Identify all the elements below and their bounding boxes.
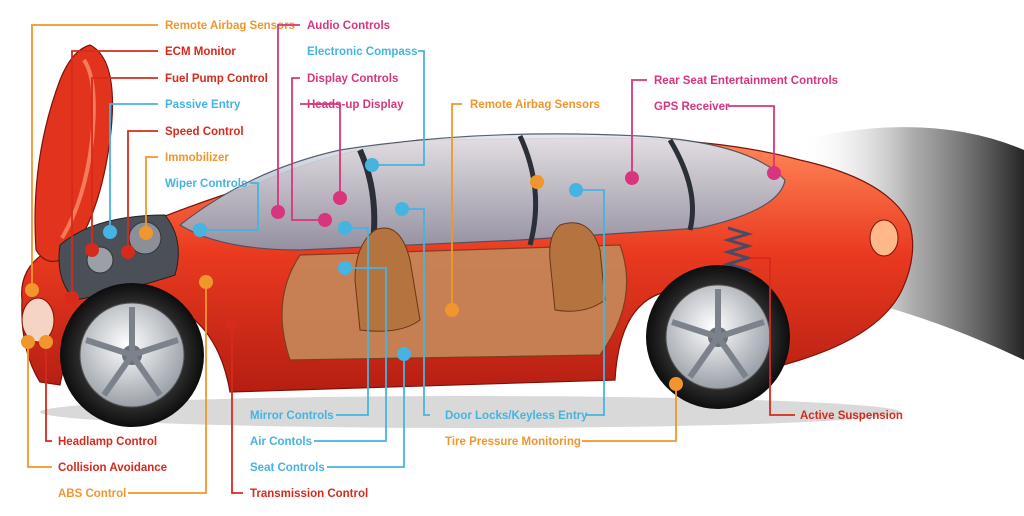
front-spokes [85, 307, 179, 397]
sensor-dot [39, 335, 53, 349]
sensor-dot [338, 221, 352, 235]
label-display-controls: Display Controls [307, 73, 398, 85]
label-tire-pressure-monitoring: Tire Pressure Monitoring [445, 436, 581, 448]
sensor-dot [333, 191, 347, 205]
sensor-dot [530, 175, 544, 189]
callout-line [145, 156, 158, 233]
label-collision-avoidance: Collision Avoidance [58, 462, 167, 474]
callout-line [314, 267, 387, 442]
callout-line [109, 103, 158, 232]
callout-line [200, 182, 259, 231]
callout-line [291, 77, 325, 221]
callout-line [728, 105, 775, 173]
label-fuel-pump-control: Fuel Pump Control [165, 73, 268, 85]
sensor-dot [121, 245, 135, 259]
sensor-dot [625, 171, 639, 185]
sensor-dot [85, 243, 99, 257]
callout-line [31, 24, 158, 290]
sensor-dot [397, 347, 411, 361]
sensor-dot [569, 183, 583, 197]
label-remote-airbag-sensors-mid: Remote Airbag Sensors [470, 99, 600, 111]
rear-spokes [671, 289, 765, 379]
label-passive-entry: Passive Entry [165, 99, 241, 111]
callout-line [631, 79, 647, 178]
label-air-contols: Air Contols [250, 436, 312, 448]
callout-line [300, 103, 341, 198]
callout-layer: Remote Airbag Sensors ECM Monitor Fuel P… [21, 20, 903, 500]
sensor-dot [395, 202, 409, 216]
callout-line [451, 103, 462, 310]
label-mirror-controls: Mirror Controls [250, 410, 334, 422]
sensor-dot [767, 166, 781, 180]
label-seat-controls: Seat Controls [250, 462, 325, 474]
label-electronic-compass: Electronic Compass [307, 46, 418, 58]
sensor-dot [65, 291, 79, 305]
sensor-dot [338, 261, 352, 275]
callout-line [91, 77, 158, 250]
rear-seat [549, 222, 606, 312]
label-headlamp-control: Headlamp Control [58, 436, 157, 448]
callout-line [576, 189, 605, 416]
callout-line [127, 130, 158, 252]
label-active-suspension: Active Suspension [800, 410, 903, 422]
callout-line [336, 227, 369, 416]
b-pillar [517, 134, 539, 246]
callout-line [750, 257, 795, 416]
callout-line [71, 50, 158, 298]
sensor-dot [669, 377, 683, 391]
label-gps-receiver: GPS Receiver [654, 101, 730, 113]
sensor-dot [271, 205, 285, 219]
sensor-dot [21, 335, 35, 349]
sensor-dot [193, 223, 207, 237]
sensor-dot [139, 226, 153, 240]
headlight [21, 297, 55, 343]
callout-line [27, 342, 52, 468]
front-seat [354, 227, 421, 332]
taillight [869, 219, 899, 257]
label-speed-control: Speed Control [165, 126, 244, 138]
label-abs-control: ABS Control [58, 488, 126, 500]
sensor-dot [318, 213, 332, 227]
c-pillar [667, 138, 695, 231]
label-heads-up-display: Heads-up Display [307, 99, 404, 111]
sensor-dot [365, 158, 379, 172]
sensor-dot [225, 316, 239, 330]
callout-line [128, 282, 207, 494]
callout-line [327, 354, 405, 468]
sensor-dot [103, 225, 117, 239]
sensor-dot [199, 275, 213, 289]
callout-line [582, 384, 677, 442]
callout-line [277, 24, 300, 212]
label-wiper-controls: Wiper Controls [165, 178, 247, 190]
label-transmission-control: Transmission Control [250, 488, 368, 500]
callout-line [45, 342, 52, 442]
callout-line [372, 50, 425, 166]
sensor-dot [25, 283, 39, 297]
label-door-locks-keyless-entry: Door Locks/Keyless Entry [445, 410, 588, 422]
label-rear-seat-entertainment-controls: Rear Seat Entertainment Controls [654, 75, 838, 87]
callout-line [231, 323, 243, 494]
sensor-dot [445, 303, 459, 317]
ground-shadow [40, 396, 900, 428]
label-audio-controls: Audio Controls [307, 20, 390, 32]
label-ecm-monitor: ECM Monitor [165, 46, 236, 58]
label-immobilizer: Immobilizer [165, 152, 229, 164]
callout-line [402, 208, 430, 416]
label-remote-airbag-sensors-front: Remote Airbag Sensors [165, 20, 295, 32]
